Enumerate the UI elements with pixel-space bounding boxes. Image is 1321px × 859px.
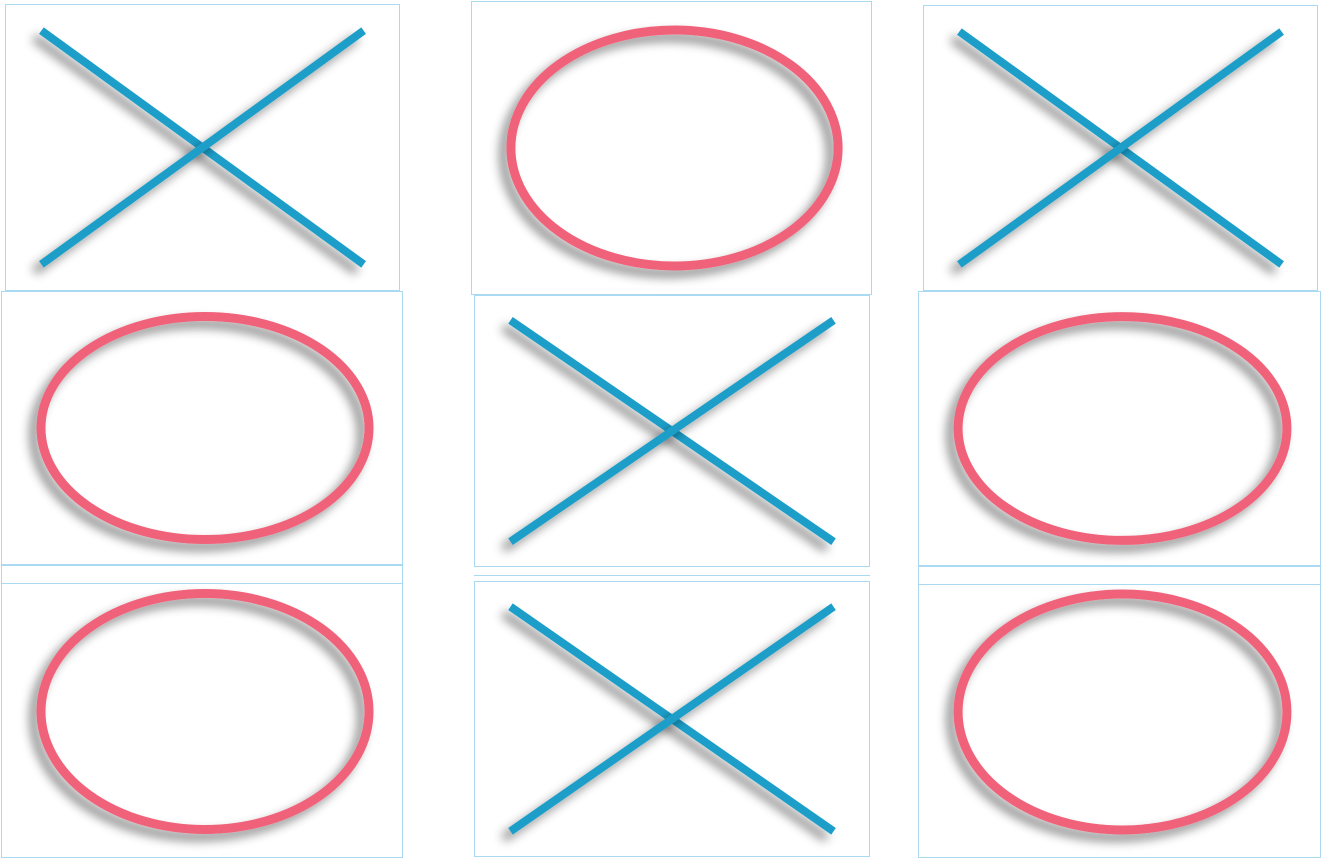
board-cell-9[interactable] <box>918 566 1321 858</box>
x-stroke-up <box>508 317 836 545</box>
row-divider <box>918 584 1321 585</box>
board-cell-2[interactable] <box>471 1 872 295</box>
o-mark-icon <box>506 25 843 271</box>
o-mark-icon <box>953 312 1292 545</box>
row-divider <box>1 583 403 584</box>
o-ring <box>953 312 1292 545</box>
board-cell-7[interactable] <box>1 565 403 858</box>
board-cell-3[interactable] <box>923 5 1318 291</box>
o-mark-icon <box>36 311 374 545</box>
x-mark-icon <box>957 28 1284 268</box>
board-cell-6[interactable] <box>918 291 1321 566</box>
x-mark-icon <box>508 317 836 545</box>
o-mark-icon <box>36 589 374 834</box>
x-mark-icon <box>508 603 836 835</box>
board-cell-5[interactable] <box>474 295 870 567</box>
o-ring <box>36 311 374 545</box>
x-stroke-up <box>508 603 836 835</box>
o-mark-icon <box>953 589 1292 835</box>
o-ring <box>506 25 843 271</box>
board-cell-8[interactable] <box>474 581 870 857</box>
o-ring <box>36 589 374 834</box>
x-stroke-up <box>39 27 366 268</box>
x-mark-icon <box>39 27 366 268</box>
x-stroke-up <box>957 28 1284 268</box>
o-ring <box>953 589 1292 835</box>
board-cell-1[interactable] <box>5 4 400 291</box>
board-cell-4[interactable] <box>1 291 403 565</box>
row-divider <box>474 575 870 576</box>
